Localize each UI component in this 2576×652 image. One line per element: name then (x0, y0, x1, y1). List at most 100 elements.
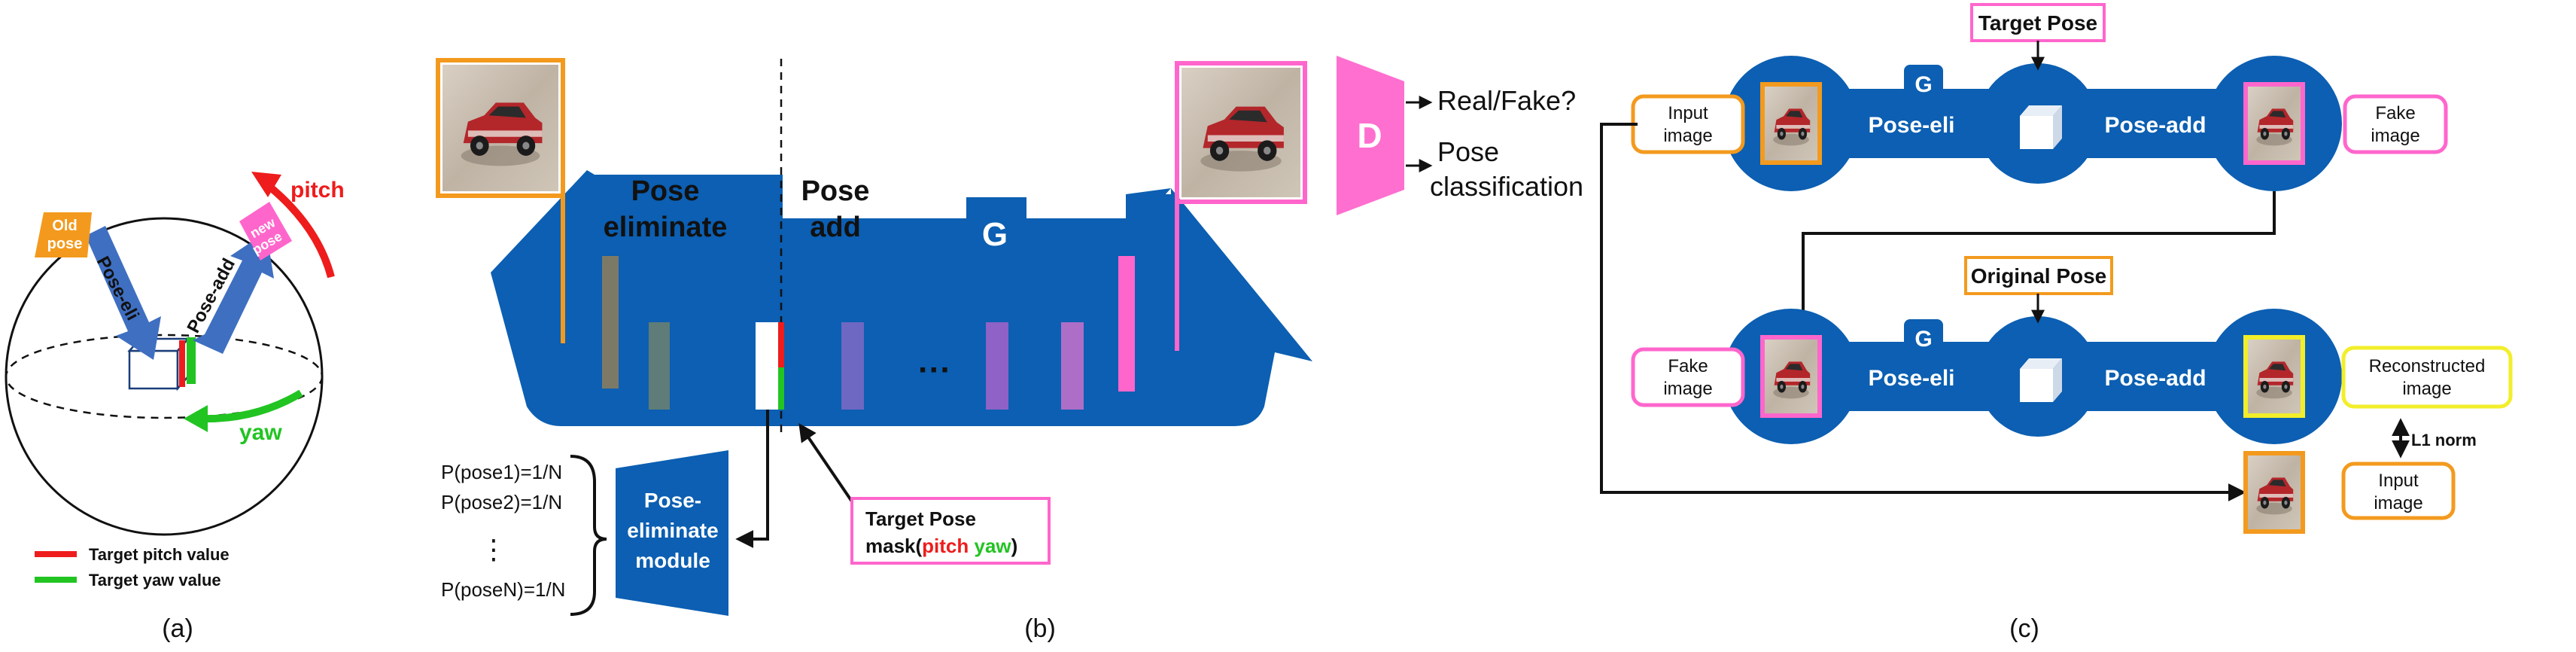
top-pose-add: Pose-add (2104, 113, 2206, 138)
original-pose-label: Original Pose (1971, 264, 2107, 288)
panel-b: G Pose eliminate Pose add ··· D Real/Fak… (436, 56, 1583, 643)
target-pose-label-c: Target Pose (1978, 11, 2097, 35)
top-fake-car (2248, 87, 2301, 160)
pose-eliminate-module (616, 450, 728, 616)
pose-add-line2: add (810, 212, 861, 243)
pitch-arrowhead (251, 172, 281, 197)
bottom-g-tab (1904, 319, 1943, 357)
bottom-pose-eli: Pose-eli (1868, 366, 1954, 391)
target-pose-box (850, 497, 1051, 565)
input-image-tag-1-line1: Input (1668, 103, 1708, 123)
reconstructed-image-frame (2243, 335, 2305, 418)
fake-image-tag-1-line2: image (2371, 126, 2419, 146)
fake-image-tag-1-line1: Fake (2375, 103, 2415, 123)
legend-yaw-label: Target yaw value (89, 571, 221, 590)
prob-pose2: P(pose2)=1/N (441, 491, 562, 513)
legend-pitch-swatch (35, 551, 77, 557)
feature-bar-3 (841, 322, 864, 410)
generator-fin (1126, 188, 1171, 218)
generator-label: G (982, 216, 1008, 253)
yaw-bar (187, 337, 196, 384)
prob-pose1: P(pose1)=1/N (441, 461, 562, 483)
input-image-tag-2-line2: image (2374, 493, 2422, 513)
fake-image-tag-2-line2: image (1663, 379, 1712, 399)
bottom-fake-image-frame (1760, 335, 1822, 418)
real-fake-label: Real/Fake? (1437, 85, 1576, 116)
module-line3: module (635, 549, 710, 572)
original-pose-box (1964, 256, 2113, 295)
pose-mask-yaw (778, 367, 784, 410)
top-g-tab (1904, 65, 1943, 102)
target-pose-box-c (1970, 3, 2106, 42)
pose-mask-pitch (778, 322, 784, 367)
feature-bar-1 (602, 256, 619, 388)
bottom-input-image-frame (2243, 451, 2305, 534)
bottom-pose-cube (2020, 358, 2062, 402)
caption-b: (b) (1024, 614, 1056, 643)
pose-class-line1: Pose (1437, 136, 1499, 167)
feature-bar-2 (649, 322, 670, 410)
ellipsis: ··· (918, 352, 951, 388)
target-pose-title: Target Pose (865, 507, 976, 530)
caption-a: (a) (162, 614, 193, 643)
new-pose-badge: new pose (239, 202, 292, 260)
discriminator-label: D (1357, 116, 1382, 155)
bottom-input-car (2248, 455, 2301, 529)
prob-poseN: P(poseN)=1/N (441, 578, 565, 601)
pose-mask-bar (756, 322, 778, 410)
output-image-frame (1175, 61, 1307, 204)
sphere-equator (5, 334, 324, 419)
output-car-image (1182, 68, 1300, 197)
fake-image-tag-2-line1: Fake (1668, 356, 1708, 376)
legend-pitch-label: Target pitch value (89, 545, 230, 564)
target-pose-mask: mask(pitch yaw) (865, 535, 1017, 557)
feature-bar-6 (1118, 256, 1135, 392)
pitch-label: pitch (290, 178, 345, 203)
input-skip-arrow (1600, 123, 2246, 501)
reconstructed-tag-line2: image (2402, 379, 2451, 399)
l1-norm-label: L1 norm (2411, 431, 2477, 449)
input-image-frame (436, 58, 565, 198)
input-car-image (443, 65, 558, 191)
input-image-tag-2 (2341, 462, 2456, 520)
panel-c: G Pose-eli Pose-add Target Pose Input im… (1600, 3, 2513, 643)
caption-c: (c) (2009, 614, 2039, 643)
pitch-bar (179, 340, 185, 387)
yaw-arc (199, 389, 303, 423)
top-fake-image-frame (2243, 82, 2305, 165)
bottom-g-label: G (1915, 327, 1932, 352)
bottom-pose-add: Pose-add (2104, 366, 2206, 391)
old-pose-label-line1: Old (52, 218, 77, 234)
discriminator-block (1337, 56, 1404, 215)
fake-image-tag-2 (1631, 347, 1745, 407)
reconstructed-image-tag (2341, 346, 2513, 409)
top-input-image-frame (1760, 82, 1822, 165)
pitch-arc (265, 182, 335, 279)
top-pose-eli: Pose-eli (1868, 113, 1954, 138)
fake-to-second-pass-arrow (1794, 191, 2276, 344)
old-pose-label-line2: pose (47, 236, 83, 252)
pose-class-line2: classification (1430, 171, 1583, 202)
top-pose-cube (2020, 105, 2062, 149)
top-g-label: G (1915, 72, 1932, 97)
module-line2: eliminate (627, 519, 718, 542)
generator-body (491, 170, 1312, 426)
old-pose-badge: Old pose (35, 212, 92, 257)
yaw-arrowhead (184, 405, 208, 432)
pose-eliminate-line1: Pose (631, 175, 700, 207)
top-input-car (1765, 87, 1817, 160)
yaw-label: yaw (239, 420, 282, 445)
target-pose-arrow (798, 423, 853, 503)
feature-bar-4 (986, 322, 1008, 410)
pose-eliminate-line2: eliminate (604, 212, 728, 243)
panel-a: Pose-eli Pose-add Old pose new pose pitc… (5, 172, 345, 643)
module-line1: Pose- (644, 489, 701, 512)
feature-bar-5 (1061, 322, 1084, 410)
bottom-fake-car (1765, 340, 1817, 413)
reconstructed-tag-line1: Reconstructed (2369, 356, 2486, 376)
reconstructed-car (2248, 340, 2301, 413)
prob-brace (570, 455, 607, 616)
legend-yaw-swatch (35, 577, 77, 583)
fake-image-tag-1 (2343, 94, 2448, 154)
